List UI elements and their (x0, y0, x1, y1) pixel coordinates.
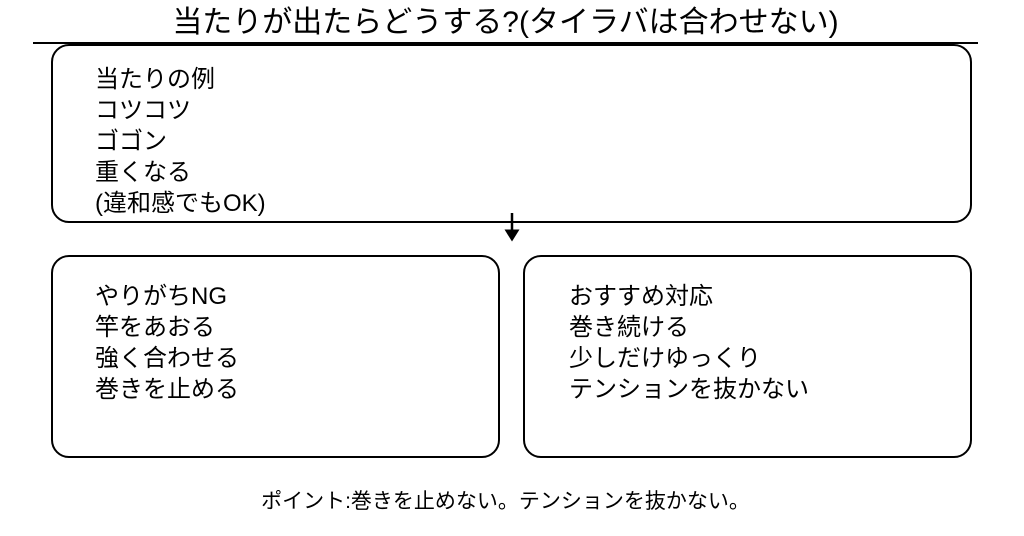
ng-actions-box: やりがちNG 竿をあおる 強く合わせる 巻きを止める (51, 255, 500, 458)
bite-example-item: ゴゴン (95, 128, 167, 155)
down-arrow-icon (504, 213, 520, 242)
page-title: 当たりが出たらどうする?(タイラバは合わせない) (33, 4, 978, 44)
ng-actions-heading: やりがちNG (95, 283, 227, 310)
bite-example-item: コツコツ (95, 97, 191, 124)
bite-example-item: (違和感でもOK) (95, 190, 266, 217)
recommended-action-item: 少しだけゆっくり (569, 345, 761, 372)
bite-examples-heading: 当たりの例 (95, 66, 215, 93)
recommended-actions-box: おすすめ対応 巻き続ける 少しだけゆっくり テンションを抜かない (523, 255, 972, 458)
recommended-action-item: 巻き続ける (569, 314, 689, 341)
ng-action-item: 竿をあおる (95, 314, 215, 341)
recommended-actions-heading: おすすめ対応 (569, 283, 713, 310)
bite-examples-box: 当たりの例 コツコツ ゴゴン 重くなる (違和感でもOK) (51, 44, 972, 223)
recommended-action-item: テンションを抜かない (569, 376, 809, 403)
footer-point-note: ポイント:巻きを止めない。テンションを抜かない。 (261, 490, 750, 513)
ng-action-item: 巻きを止める (95, 376, 239, 403)
ng-action-item: 強く合わせる (95, 345, 239, 372)
bite-example-item: 重くなる (95, 159, 191, 186)
